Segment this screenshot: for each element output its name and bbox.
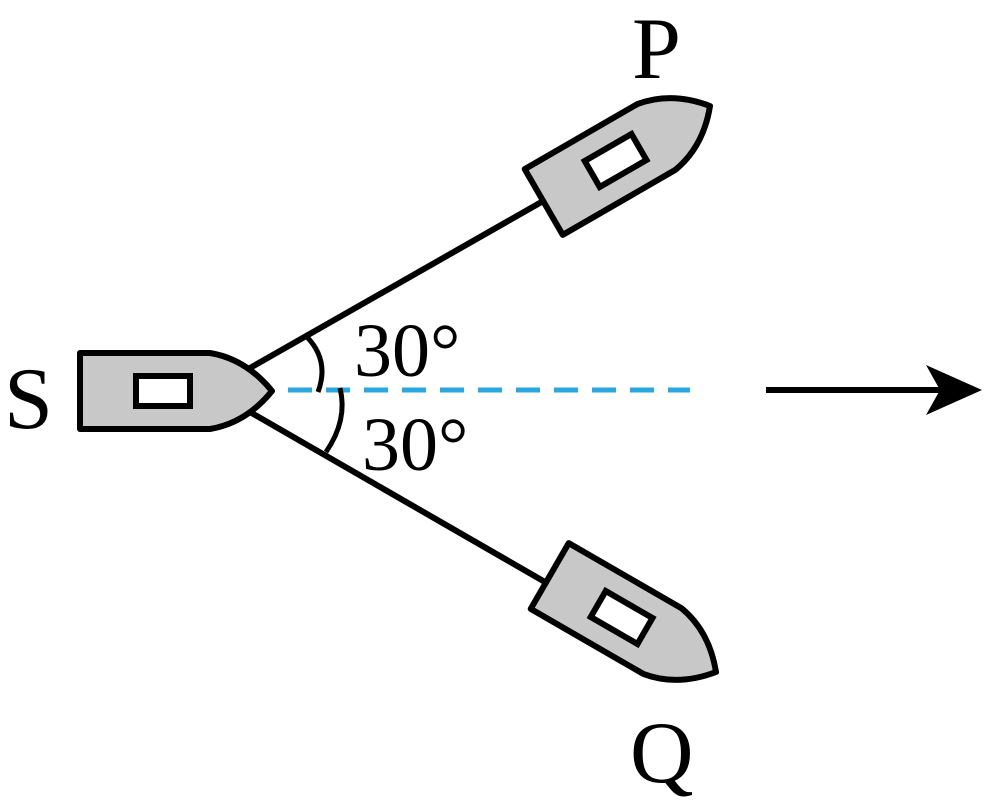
label-p: P — [632, 1, 681, 98]
label-q: Q — [630, 705, 694, 801]
angle-arc-upper — [304, 334, 325, 393]
ship-p — [525, 73, 729, 235]
angle-label-lower: 30° — [362, 403, 468, 487]
course-line-q — [248, 409, 547, 585]
course-line-p — [248, 197, 547, 371]
angle-arc-lower — [323, 387, 345, 454]
label-s: S — [4, 351, 53, 448]
angle-label-upper: 30° — [354, 309, 460, 393]
ship-q — [531, 543, 735, 705]
ship-s — [80, 353, 272, 429]
right-arrow-icon — [766, 365, 982, 415]
